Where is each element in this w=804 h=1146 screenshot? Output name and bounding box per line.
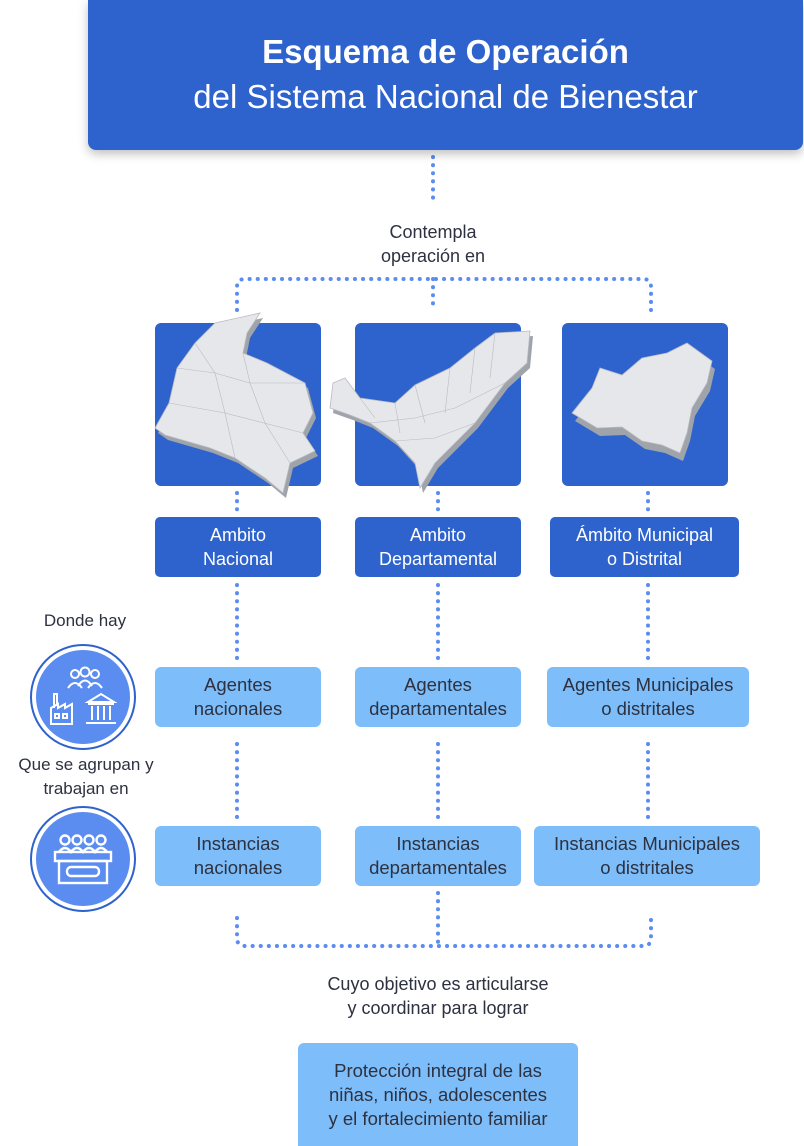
instancias-departamentales-line-1: Instancias	[396, 833, 480, 854]
agentes-municipales-line-2: o distritales	[601, 698, 695, 719]
contempla-line-2: operación en	[380, 246, 486, 266]
agentes-nacionales: Agentes nacionales	[155, 667, 321, 727]
ambito-nacional: Ambito Nacional	[155, 517, 321, 577]
people-factory-institution-icon	[50, 666, 118, 725]
map-tile-nacional	[154, 312, 321, 498]
ambito-municipal-line-1: Ámbito Municipal	[575, 525, 714, 545]
ambito-departamental-line-1: Ambito	[409, 525, 467, 545]
municipality-map-icon	[571, 342, 715, 461]
agentes-departamentales: Agentes departamentales	[355, 667, 521, 727]
instances-icon-circle	[30, 806, 136, 912]
instancias-nacionales-line-1: Instancias	[196, 833, 280, 854]
agentes-nacionales-line-1: Agentes	[204, 674, 272, 695]
objetivo-caption: Cuyo objetivo es articularse y coordinar…	[288, 972, 588, 1020]
meeting-table-icon	[53, 834, 113, 885]
ambito-departamental-line-2: Departamental	[378, 549, 498, 569]
donde-hay-label: Donde hay	[43, 611, 127, 630]
agentes-departamentales-line-1: Agentes	[404, 674, 472, 695]
agentes-municipales: Agentes Municipales o distritales	[547, 667, 749, 727]
ambito-nacional-line-2: Nacional	[202, 549, 274, 569]
goal-box: Protección integral de las niñas, niños,…	[298, 1043, 578, 1146]
title-line-1: Esquema de Operación	[262, 33, 629, 70]
instancias-nacionales: Instancias nacionales	[155, 826, 321, 886]
ambito-municipal: Ámbito Municipal o Distrital	[550, 517, 739, 577]
ambito-municipal-line-2: o Distrital	[606, 549, 682, 569]
instancias-departamentales-line-2: departamentales	[369, 857, 507, 878]
map-tile-municipal	[562, 323, 728, 486]
que-se-agrupan-line-2: trabajan en	[43, 779, 129, 798]
goal-line-2: niñas, niños, adolescentes	[328, 1083, 548, 1105]
ambito-nacional-line-1: Ambito	[209, 525, 267, 545]
title-line-2: del Sistema Nacional de Bienestar	[193, 78, 698, 115]
agents-icon-circle	[30, 644, 136, 750]
agentes-departamentales-line-2: departamentales	[369, 698, 507, 719]
goal-line-3: y el fortalecimiento familiar	[328, 1107, 548, 1129]
title-banner: Esquema de Operación del Sistema Naciona…	[88, 0, 803, 150]
que-se-agrupan-line-1: Que se agrupan y	[18, 755, 154, 774]
objetivo-line-2: y coordinar para lograr	[347, 998, 529, 1018]
agentes-municipales-line-1: Agentes Municipales	[562, 674, 734, 695]
contempla-line-1: Contempla	[389, 222, 477, 242]
instancias-nacionales-line-2: nacionales	[193, 857, 283, 878]
ambito-departamental: Ambito Departamental	[355, 517, 521, 577]
agentes-nacionales-line-2: nacionales	[193, 698, 283, 719]
objetivo-line-1: Cuyo objetivo es articularse	[327, 974, 549, 994]
colombia-map-icon	[154, 312, 318, 498]
instancias-municipales: Instancias Municipales o distritales	[534, 826, 760, 886]
que-se-agrupan-label: Que se agrupan y trabajan en	[5, 753, 167, 801]
department-map-icon	[329, 330, 533, 493]
goal-line-1: Protección integral de las	[334, 1059, 542, 1081]
instancias-municipales-line-1: Instancias Municipales	[553, 833, 741, 854]
map-tile-departamental	[329, 323, 533, 493]
contempla-caption: Contempla operación en	[333, 220, 533, 268]
instancias-municipales-line-2: o distritales	[600, 857, 694, 878]
instancias-departamentales: Instancias departamentales	[355, 826, 521, 886]
